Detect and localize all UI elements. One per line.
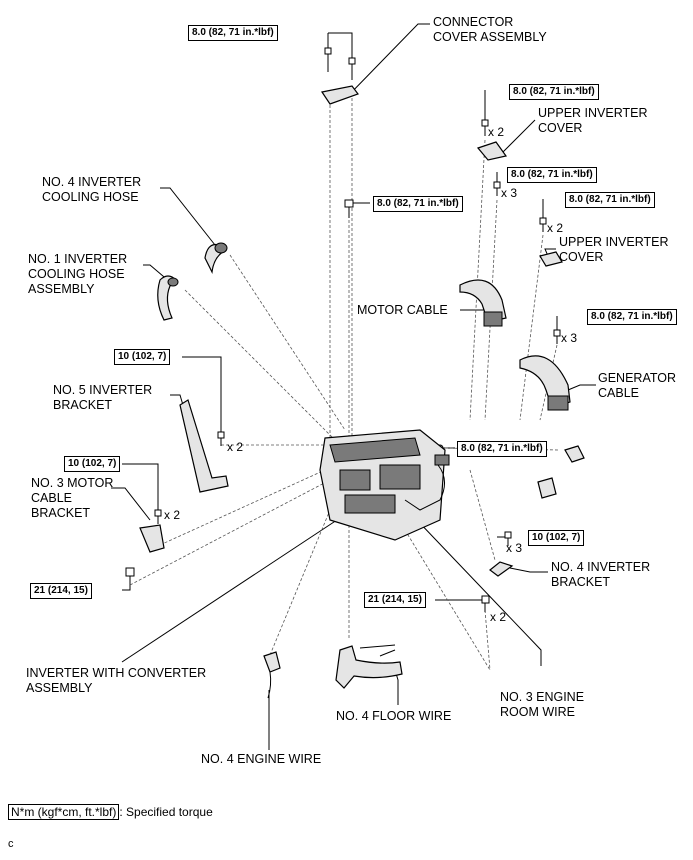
- bolt-icon: [553, 329, 561, 344]
- torque-box: 8.0 (82, 71 in.*lbf): [507, 167, 597, 183]
- no3-engine-room-wire-label: NO. 3 ENGINE ROOM WIRE: [500, 690, 585, 719]
- upper-inverter-cover-label-1: UPPER INVERTER COVER: [538, 106, 648, 135]
- no4-cooling-hose-label: NO. 4 INVERTER COOLING HOSE: [42, 175, 142, 204]
- torque-box: 10 (102, 7): [528, 530, 585, 546]
- motor-cable-label: MOTOR CABLE: [357, 303, 448, 317]
- qty-label: x 2: [547, 221, 564, 235]
- engine-wire-shape: [263, 651, 281, 673]
- qty-label: x 3: [561, 331, 578, 345]
- qty-label: x 2: [490, 610, 507, 624]
- floor-wire-shape: [335, 645, 403, 689]
- bolt-icon: [348, 57, 356, 80]
- torque-box: 10 (102, 7): [64, 456, 121, 472]
- corner-mark: c: [8, 838, 14, 850]
- bracket-3-shape: [139, 524, 165, 553]
- torque-box: 8.0 (82, 71 in.*lbf): [587, 309, 677, 325]
- bolt-icon: [493, 181, 501, 196]
- connector-shape: [564, 445, 585, 463]
- hose-1-shape: [157, 275, 177, 321]
- bolt-icon: [125, 567, 135, 577]
- bolt-icon: [504, 531, 512, 546]
- bolt-icon: [539, 217, 547, 232]
- torque-box: 8.0 (82, 71 in.*lbf): [509, 84, 599, 100]
- no3-motor-bracket-label: NO. 3 MOTOR CABLE BRACKET: [31, 476, 114, 520]
- torque-box: 8.0 (82, 71 in.*lbf): [373, 196, 463, 212]
- qty-label: x 2: [164, 508, 181, 522]
- no4-floor-wire-label: NO. 4 FLOOR WIRE: [336, 709, 452, 723]
- bolt-icon: [217, 431, 225, 446]
- legend-description: : Specified torque: [119, 805, 213, 819]
- qty-label: x 2: [488, 125, 505, 139]
- legend-unit: N*m (kgf*cm, ft.*lbf): [8, 804, 120, 820]
- bolt-icon: [481, 119, 489, 136]
- upper-cover-1-shape: [476, 141, 508, 161]
- qty-label: x 2: [227, 440, 244, 454]
- connector-cover-label: CONNECTOR COVER ASSEMBLY: [433, 15, 547, 44]
- no5-bracket-label: NO. 5 INVERTER BRACKET: [53, 383, 153, 412]
- connector-shape: [537, 477, 557, 499]
- torque-box: 8.0 (82, 71 in.*lbf): [565, 192, 655, 208]
- no1-cooling-hose-label: NO. 1 INVERTER COOLING HOSE ASSEMBLY: [28, 252, 128, 296]
- torque-box: 10 (102, 7): [114, 349, 171, 365]
- bolts: [125, 47, 561, 612]
- bolt-icon: [324, 47, 332, 72]
- bracket-5-shape: [179, 399, 229, 493]
- qty-label: x 3: [506, 541, 523, 555]
- bracket-4-shape: [489, 561, 514, 577]
- phantom-lines: [129, 98, 561, 671]
- torque-box: 8.0 (82, 71 in.*lbf): [457, 441, 547, 457]
- upper-cover-2-shape: [539, 251, 563, 267]
- torque-legend: N*m (kgf*cm, ft.*lbf): Specified torque: [8, 804, 213, 820]
- no4-bracket-label: NO. 4 INVERTER BRACKET: [551, 560, 651, 589]
- leader-lines: [111, 23, 596, 750]
- parts-shapes: [139, 85, 585, 699]
- torque-box: 21 (214, 15): [30, 583, 92, 599]
- generator-cable-label: GENERATOR CABLE: [598, 371, 677, 400]
- connector-cover-shape: [321, 85, 359, 105]
- qty-label: x 3: [501, 186, 518, 200]
- bolt-icon: [154, 509, 162, 524]
- no4-engine-wire-label: NO. 4 ENGINE WIRE: [201, 752, 322, 766]
- bolt-icon: [481, 595, 490, 612]
- torque-box: 8.0 (82, 71 in.*lbf): [188, 25, 278, 41]
- bolt-icon: [344, 199, 354, 218]
- inverter-assembly-label: INVERTER WITH CONVERTER ASSEMBLY: [26, 666, 207, 695]
- upper-inverter-cover-label-2: UPPER INVERTER COVER: [559, 235, 669, 264]
- torque-box: 21 (214, 15): [364, 592, 426, 608]
